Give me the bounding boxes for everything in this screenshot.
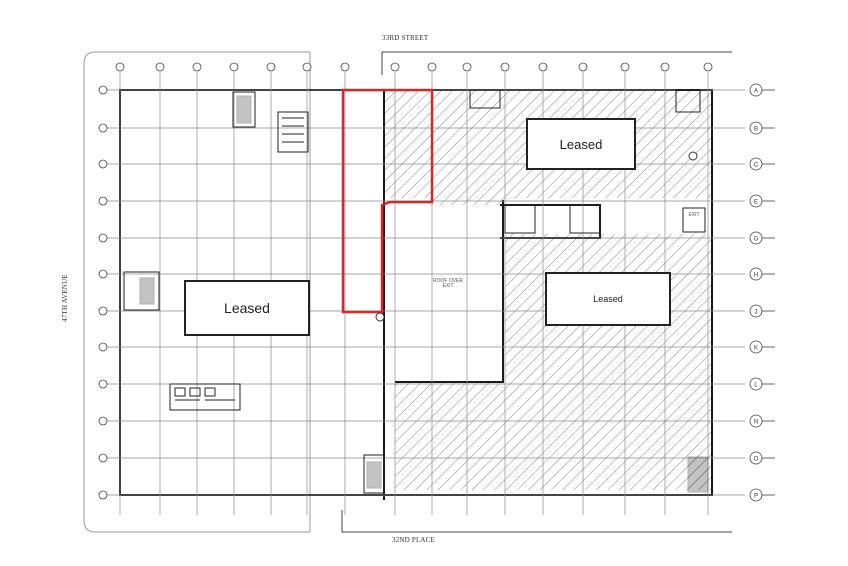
column-marker bbox=[660, 62, 670, 72]
street-label-north: 33RD STREET bbox=[382, 34, 429, 42]
column-marker bbox=[703, 62, 713, 72]
row-marker-left bbox=[98, 490, 108, 500]
street-label-south: 32ND PLACE bbox=[392, 536, 436, 544]
row-marker-letter: L bbox=[754, 383, 758, 389]
row-marker-left bbox=[98, 453, 108, 463]
row-marker-letter: P bbox=[754, 494, 758, 500]
row-marker-left bbox=[98, 269, 108, 279]
stair-southeast bbox=[687, 456, 709, 493]
column-marker bbox=[155, 62, 165, 72]
row-marker-left bbox=[98, 233, 108, 243]
column-marker bbox=[538, 62, 548, 72]
row-marker-left bbox=[98, 342, 108, 352]
grid-column-markers bbox=[115, 62, 713, 72]
stair-cores bbox=[123, 89, 709, 494]
column-marker bbox=[229, 62, 239, 72]
exit-box bbox=[682, 207, 706, 233]
street-label-west: 47TH AVENUE bbox=[61, 274, 69, 322]
leased-label-east: Leased bbox=[545, 272, 671, 326]
leased-label-west: Leased bbox=[184, 280, 310, 336]
column-marker bbox=[578, 62, 588, 72]
row-marker-left bbox=[98, 85, 108, 95]
row-marker-left bbox=[98, 196, 108, 206]
row-marker-letter: K bbox=[754, 346, 758, 352]
stair-west bbox=[123, 271, 160, 311]
column-marker bbox=[302, 62, 312, 72]
core-center-2 bbox=[569, 204, 601, 234]
column-marker bbox=[340, 62, 350, 72]
core-center bbox=[504, 204, 536, 234]
west-lot-outline bbox=[83, 51, 311, 533]
east-lot-outline bbox=[341, 51, 732, 533]
exit-note: EXIT bbox=[688, 212, 700, 218]
row-marker-letter: G bbox=[754, 237, 759, 243]
row-marker-letter: H bbox=[754, 273, 758, 279]
roof-over-note: ROOF OVER EXIT bbox=[432, 278, 463, 289]
grid-row-markers: A B C E G H J K L N O P bbox=[98, 83, 775, 502]
core-north bbox=[277, 111, 309, 153]
grid-marker-circle-2 bbox=[688, 151, 698, 161]
column-marker bbox=[620, 62, 630, 72]
row-marker-letter: A bbox=[754, 89, 758, 95]
row-marker-left bbox=[98, 379, 108, 389]
row-marker-left bbox=[98, 159, 108, 169]
column-marker bbox=[115, 62, 125, 72]
row-marker-letter: C bbox=[754, 163, 759, 169]
row-marker-letter: E bbox=[754, 200, 758, 206]
column-marker bbox=[192, 62, 202, 72]
row-marker-left bbox=[98, 306, 108, 316]
column-marker bbox=[500, 62, 510, 72]
stair-northeast bbox=[675, 89, 701, 113]
highlighted-space bbox=[341, 88, 434, 314]
column-marker bbox=[462, 62, 472, 72]
grid-marker-circle bbox=[375, 312, 385, 322]
row-marker-letter: O bbox=[754, 457, 759, 463]
restroom-block bbox=[169, 383, 241, 411]
row-marker-letter: J bbox=[755, 310, 758, 316]
hatch-corner-southeast bbox=[688, 455, 708, 490]
column-marker bbox=[427, 62, 437, 72]
leased-label-northeast: Leased bbox=[526, 118, 636, 170]
stair-south bbox=[363, 454, 385, 494]
row-marker-letter: N bbox=[754, 420, 758, 426]
row-marker-letter: B bbox=[754, 127, 758, 133]
row-marker-left bbox=[98, 123, 108, 133]
stair-northwest bbox=[232, 91, 256, 128]
row-marker-left bbox=[98, 416, 108, 426]
column-marker bbox=[390, 62, 400, 72]
column-marker bbox=[266, 62, 276, 72]
